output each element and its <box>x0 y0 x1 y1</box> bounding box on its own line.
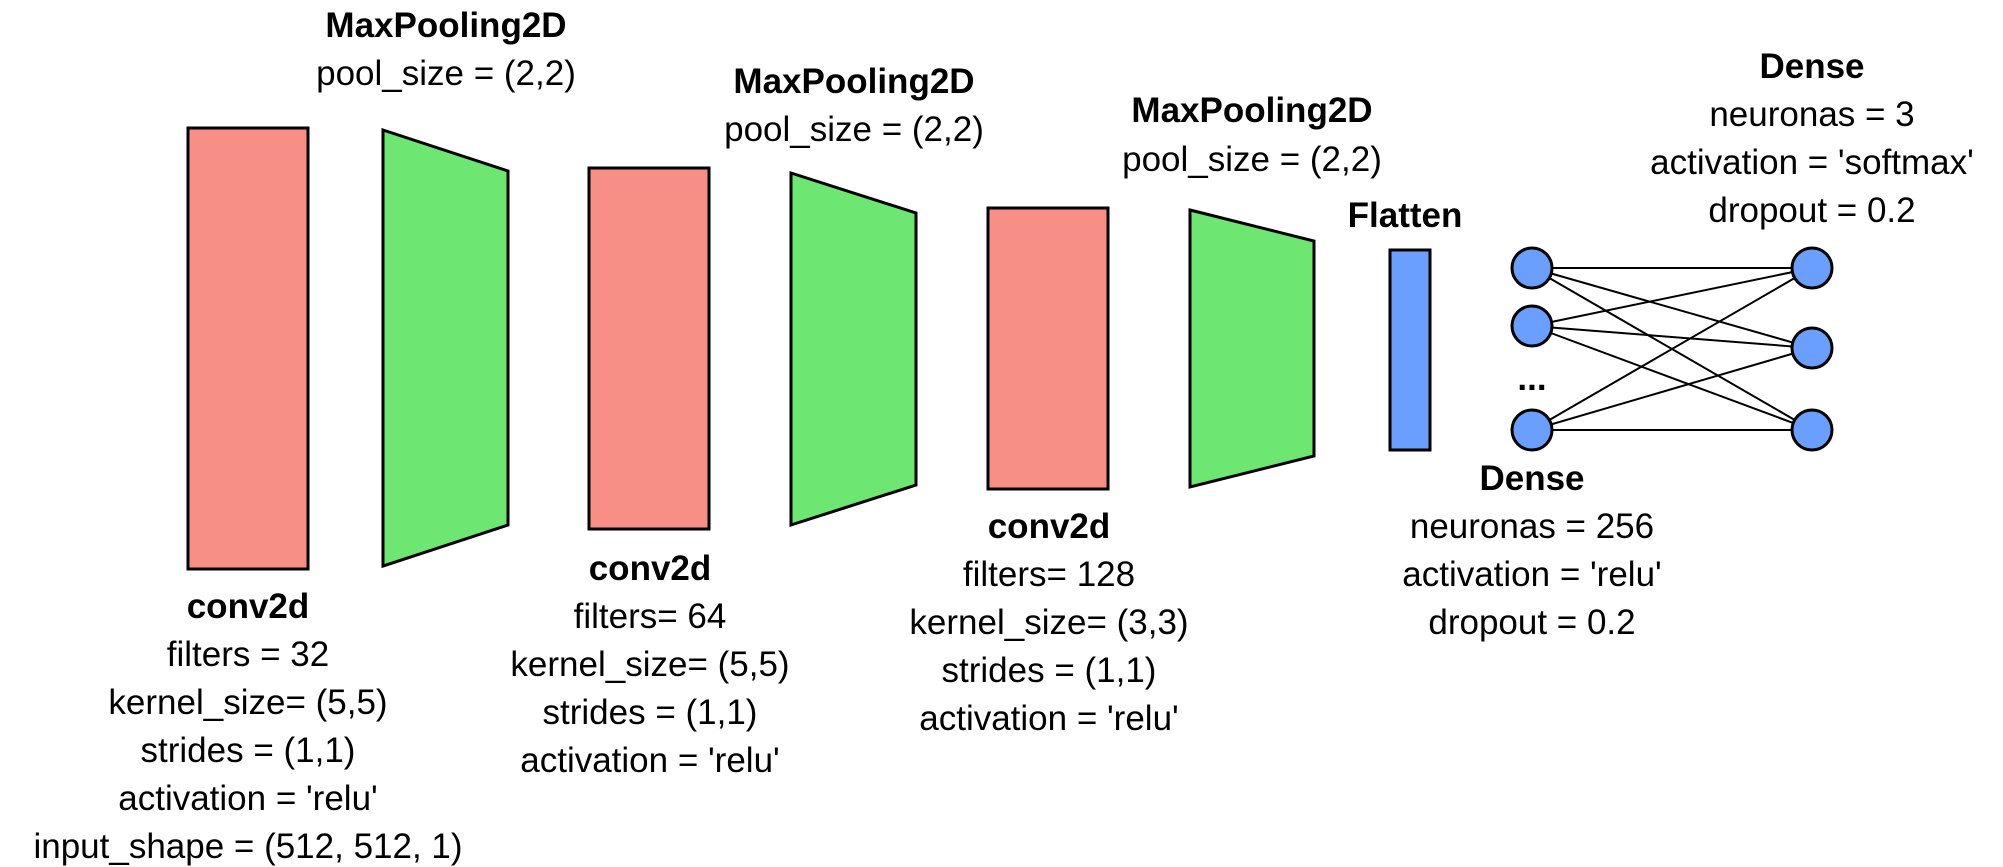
maxpooling-block-1 <box>381 127 510 569</box>
dense1-line: activation = 'relu' <box>1402 555 1661 594</box>
pool3-line: pool_size = (2,2) <box>1122 140 1382 179</box>
maxpooling-block-2 <box>789 170 918 528</box>
conv2-line: strides = (1,1) <box>543 693 758 732</box>
pool3-title: MaxPooling2D <box>1131 91 1372 130</box>
dense1-line: dropout = 0.2 <box>1428 603 1635 642</box>
pool1-title: MaxPooling2D <box>325 6 566 45</box>
dense1-title: Dense <box>1479 459 1584 498</box>
flatten-title: Flatten <box>1348 196 1463 235</box>
conv1-line: strides = (1,1) <box>141 731 356 770</box>
dense1-neuron <box>1510 304 1554 348</box>
dense2-title: Dense <box>1759 47 1864 86</box>
maxpooling-block-3 <box>1188 208 1316 489</box>
conv2-line: activation = 'relu' <box>520 741 779 780</box>
dense2-neuron <box>1790 408 1834 452</box>
dense2-line: neuronas = 3 <box>1709 95 1914 134</box>
pool1-line: pool_size = (2,2) <box>316 54 576 93</box>
conv1-line: activation = 'relu' <box>118 779 377 818</box>
conv2d-block-1 <box>186 126 310 571</box>
pool2-title: MaxPooling2D <box>733 62 974 101</box>
dense1-line: neuronas = 256 <box>1410 507 1654 546</box>
conv2d-block-2 <box>587 166 711 531</box>
conv3-line: strides = (1,1) <box>942 651 1157 690</box>
conv1-line: filters = 32 <box>167 635 329 674</box>
conv2-line: filters= 64 <box>574 597 727 636</box>
flatten-block <box>1388 248 1432 452</box>
conv1-title: conv2d <box>187 587 310 626</box>
conv3-line: activation = 'relu' <box>919 699 1178 738</box>
conv3-line: filters= 128 <box>963 555 1135 594</box>
conv3-line: kernel_size= (3,3) <box>909 603 1188 642</box>
dense2-neuron <box>1790 326 1834 370</box>
dense1-neuron <box>1510 246 1554 290</box>
conv2-title: conv2d <box>589 549 712 588</box>
dense2-line: activation = 'softmax' <box>1650 143 1974 182</box>
dense1-ellipsis: ... <box>1517 359 1546 398</box>
pool2-line: pool_size = (2,2) <box>724 110 984 149</box>
dense1-neuron <box>1510 408 1554 452</box>
conv2-line: kernel_size= (5,5) <box>510 645 789 684</box>
dense2-neuron <box>1790 246 1834 290</box>
conv3-title: conv2d <box>988 507 1111 546</box>
dense-connections <box>1531 267 1813 431</box>
dense2-line: dropout = 0.2 <box>1708 191 1915 230</box>
conv1-line: input_shape = (512, 512, 1) <box>33 827 462 866</box>
conv1-line: kernel_size= (5,5) <box>108 683 387 722</box>
conv2d-block-3 <box>986 206 1110 491</box>
